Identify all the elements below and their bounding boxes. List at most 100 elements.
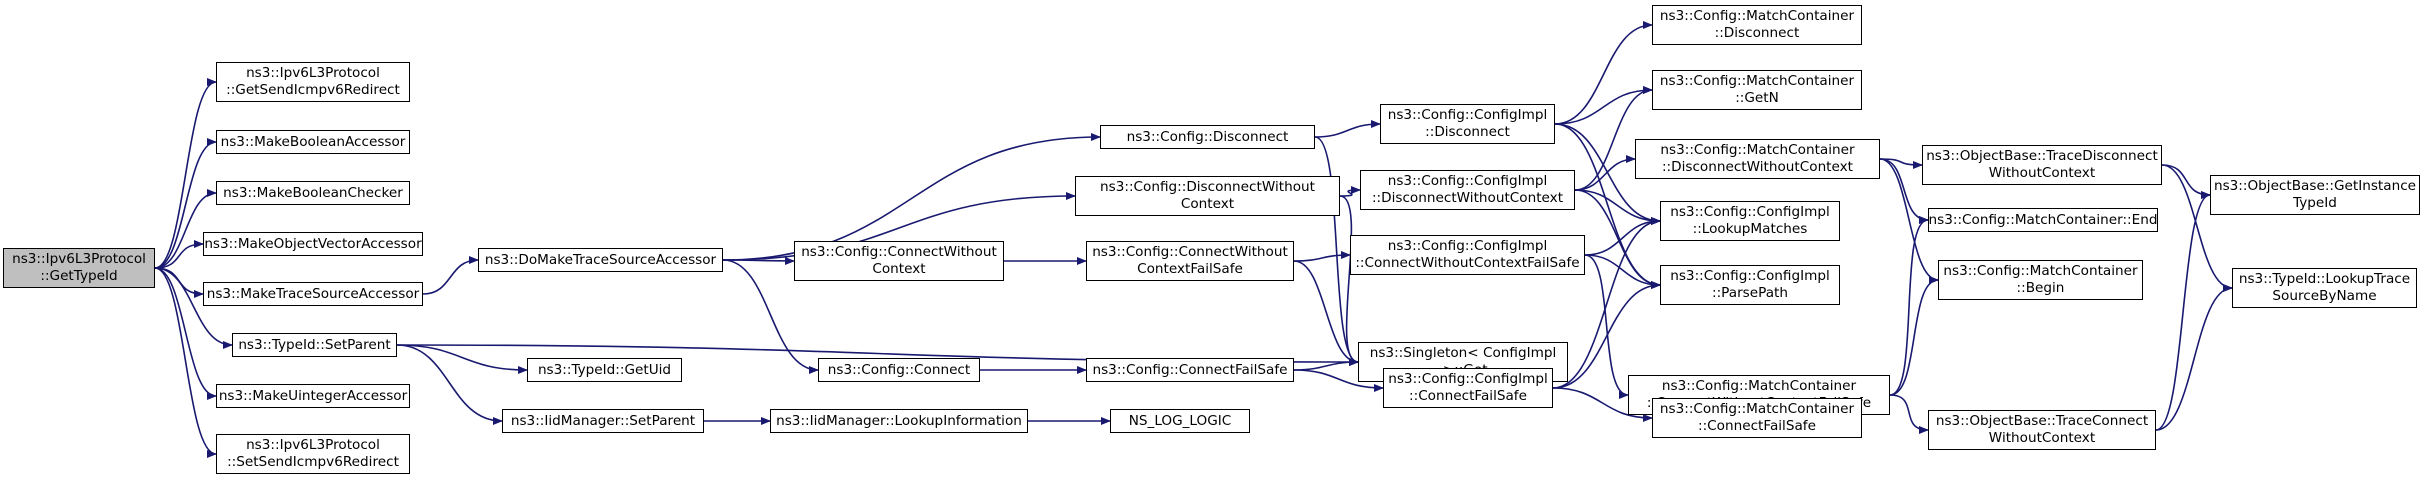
node-obtracedisc[interactable]: ns3::ObjectBase::TraceDisconnect Without…	[1922, 145, 2162, 185]
node-disconnectwc[interactable]: ns3::Config::DisconnectWithout Context	[1075, 176, 1340, 216]
edge-implConnFS-to-lookupmatches	[1552, 217, 1661, 389]
edge-mcConnWCFS-to-mcBegin	[1889, 276, 1939, 396]
node-mcdisc[interactable]: ns3::Config::MatchContainer ::Disconnect	[1652, 5, 1862, 45]
edge-implDisc-to-mcDisc	[1554, 21, 1653, 125]
edge-mcConnWCFS-to-mcEnd	[1889, 216, 1929, 396]
edge-implConnWCFS-to-mcConnWCFS	[1584, 254, 1629, 399]
node-impldiscwc[interactable]: ns3::Config::ConfigImpl ::DisconnectWith…	[1360, 170, 1575, 210]
node-label: ns3::Config::MatchContainer ::GetN	[1659, 73, 1855, 106]
node-getsend[interactable]: ns3::Ipv6L3Protocol ::GetSendIcmpv6Redir…	[216, 62, 410, 102]
node-mcdiscwc[interactable]: ns3::Config::MatchContainer ::Disconnect…	[1635, 139, 1880, 179]
node-domake[interactable]: ns3::DoMakeTraceSourceAccessor	[478, 248, 723, 272]
edge-root-to-setsend	[154, 267, 217, 458]
node-impldisc[interactable]: ns3::Config::ConfigImpl ::Disconnect	[1380, 104, 1555, 144]
node-label: ns3::MakeUintegerAccessor	[218, 387, 408, 404]
node-label: ns3::ObjectBase::TraceDisconnect Without…	[1926, 148, 2158, 181]
node-parsepath[interactable]: ns3::Config::ConfigImpl ::ParsePath	[1660, 265, 1840, 305]
node-label: ns3::MakeObjectVectorAccessor	[204, 235, 422, 252]
edge-root-to-mkuint	[154, 267, 217, 400]
node-implconnfs[interactable]: ns3::Config::ConfigImpl ::ConnectFailSaf…	[1383, 368, 1553, 408]
edge-root-to-mkboolchk	[154, 189, 217, 269]
node-label: ns3::Config::ConfigImpl ::DisconnectWith…	[1371, 173, 1564, 206]
node-label: ns3::Config::MatchContainer ::Disconnect…	[1660, 142, 1855, 175]
node-label: ns3::Ipv6L3Protocol ::GetSendIcmpv6Redir…	[226, 65, 400, 98]
node-mcgetn[interactable]: ns3::Config::MatchContainer ::GetN	[1652, 70, 1862, 110]
node-iidsetparent[interactable]: ns3::IidManager::SetParent	[502, 409, 704, 433]
edge-mcDiscWC-to-mcBegin	[1879, 158, 1939, 284]
node-label: ns3::Config::ConfigImpl ::ParsePath	[1670, 268, 1830, 301]
node-label: ns3::Ipv6L3Protocol ::SetSendIcmpv6Redir…	[227, 437, 399, 470]
node-setparent[interactable]: ns3::TypeId::SetParent	[232, 333, 397, 357]
node-label: ns3::Config::DisconnectWithout Context	[1100, 179, 1315, 212]
node-mkboolchk[interactable]: ns3::MakeBooleanChecker	[216, 181, 410, 205]
edge-connectfs-to-singleton	[1293, 358, 1359, 371]
edge-domake-to-connectwc	[722, 256, 795, 265]
edge-connectwcfs-to-singleton	[1293, 260, 1359, 366]
node-obtraceconn[interactable]: ns3::ObjectBase::TraceConnect WithoutCon…	[1928, 410, 2156, 450]
node-mcend[interactable]: ns3::Config::MatchContainer::End	[1928, 208, 2158, 232]
edge-obTraceConn-to-lookuptrace	[2155, 284, 2233, 431]
edge-connectfs-to-implConnFS	[1293, 369, 1384, 392]
edge-domake-to-connect	[722, 259, 819, 374]
edge-root-to-getsend	[154, 78, 217, 269]
node-mktrace[interactable]: ns3::MakeTraceSourceAccessor	[203, 282, 423, 306]
node-label: ns3::MakeTraceSourceAccessor	[206, 285, 420, 302]
edge-implConnFS-to-mcConnFS	[1552, 387, 1653, 422]
node-label: ns3::MakeBooleanChecker	[223, 184, 403, 201]
node-nslog[interactable]: NS_LOG_LOGIC	[1110, 409, 1250, 433]
node-label: ns3::ObjectBase::GetInstance TypeId	[2213, 178, 2417, 211]
edge-implDiscWC-to-parsepath	[1574, 189, 1661, 289]
edge-implDiscWC-to-mcDiscWC	[1574, 155, 1636, 191]
edge-mktrace-to-domake	[422, 256, 479, 295]
edge-mcConnWCFS-to-obTraceConn	[1889, 394, 1929, 434]
node-label: ns3::TypeId::SetParent	[238, 336, 391, 353]
edge-implDiscWC-to-mcGetN	[1574, 86, 1653, 191]
node-label: ns3::Config::ConnectFailSafe	[1092, 361, 1288, 378]
edge-setparent-to-getuid	[396, 344, 528, 374]
node-lookuptrace[interactable]: ns3::TypeId::LookupTrace SourceByName	[2232, 268, 2417, 308]
node-label: ns3::MakeBooleanAccessor	[220, 133, 406, 150]
edge-disconnect-to-implDisc	[1314, 120, 1381, 138]
node-label: ns3::IidManager::LookupInformation	[776, 412, 1022, 429]
node-connectwcfs[interactable]: ns3::Config::ConnectWithout ContextFailS…	[1086, 241, 1294, 281]
node-lookupmatches[interactable]: ns3::Config::ConfigImpl ::LookupMatches	[1660, 201, 1840, 241]
node-label: ns3::Config::ConnectWithout Context	[801, 244, 997, 277]
node-setsend[interactable]: ns3::Ipv6L3Protocol ::SetSendIcmpv6Redir…	[216, 434, 410, 474]
node-mkuint[interactable]: ns3::MakeUintegerAccessor	[216, 384, 410, 408]
node-label: NS_LOG_LOGIC	[1128, 412, 1232, 429]
node-connect[interactable]: ns3::Config::Connect	[818, 358, 980, 382]
node-label: ns3::TypeId::GetUid	[537, 361, 672, 378]
edge-domake-to-disconnect	[722, 133, 1101, 261]
edge-implConnWCFS-to-parsepath	[1584, 254, 1661, 289]
edge-mcDiscWC-to-mcEnd	[1879, 158, 1929, 224]
node-label: ns3::Config::ConfigImpl ::ConnectWithout…	[1355, 238, 1580, 271]
node-label: ns3::IidManager::SetParent	[510, 412, 696, 429]
node-getinstance[interactable]: ns3::ObjectBase::GetInstance TypeId	[2210, 175, 2420, 215]
edge-root-to-mkboolacc	[154, 138, 217, 269]
edge-implDiscWC-to-lookupmatches	[1574, 189, 1661, 225]
node-connectfs[interactable]: ns3::Config::ConnectFailSafe	[1086, 358, 1294, 382]
node-connectwc[interactable]: ns3::Config::ConnectWithout Context	[794, 241, 1004, 281]
node-label: ns3::Config::ConfigImpl ::LookupMatches	[1670, 204, 1830, 237]
node-label: ns3::Config::ConfigImpl ::ConnectFailSaf…	[1388, 371, 1548, 404]
node-mcconnfs[interactable]: ns3::Config::MatchContainer ::ConnectFai…	[1652, 398, 1862, 438]
node-label: ns3::Config::ConfigImpl ::Disconnect	[1387, 107, 1548, 140]
node-label: ns3::TypeId::LookupTrace SourceByName	[2238, 271, 2411, 304]
node-label: ns3::Config::MatchContainer ::Disconnect	[1659, 8, 1855, 41]
edge-implConnFS-to-parsepath	[1552, 281, 1661, 389]
edge-disconnectwc-to-implDiscWC	[1339, 186, 1361, 197]
edge-obTraceDisc-to-lookuptrace	[2161, 164, 2233, 292]
edge-implConnWCFS-to-lookupmatches	[1584, 217, 1661, 256]
node-lookupinfo[interactable]: ns3::IidManager::LookupInformation	[770, 409, 1028, 433]
node-label: ns3::Config::Disconnect	[1126, 128, 1289, 145]
edge-root-to-mkobjvec	[154, 240, 204, 269]
node-mkboolacc[interactable]: ns3::MakeBooleanAccessor	[216, 130, 410, 154]
node-getuid[interactable]: ns3::TypeId::GetUid	[527, 358, 682, 382]
node-implconnwcfs[interactable]: ns3::Config::ConfigImpl ::ConnectWithout…	[1350, 235, 1585, 275]
node-mcbegin[interactable]: ns3::Config::MatchContainer ::Begin	[1938, 260, 2143, 300]
node-disconnect[interactable]: ns3::Config::Disconnect	[1100, 125, 1315, 149]
node-mkobjvec[interactable]: ns3::MakeObjectVectorAccessor	[203, 232, 423, 256]
edge-implDisc-to-mcGetN	[1554, 86, 1653, 125]
node-label: ns3::DoMakeTraceSourceAccessor	[484, 251, 717, 268]
